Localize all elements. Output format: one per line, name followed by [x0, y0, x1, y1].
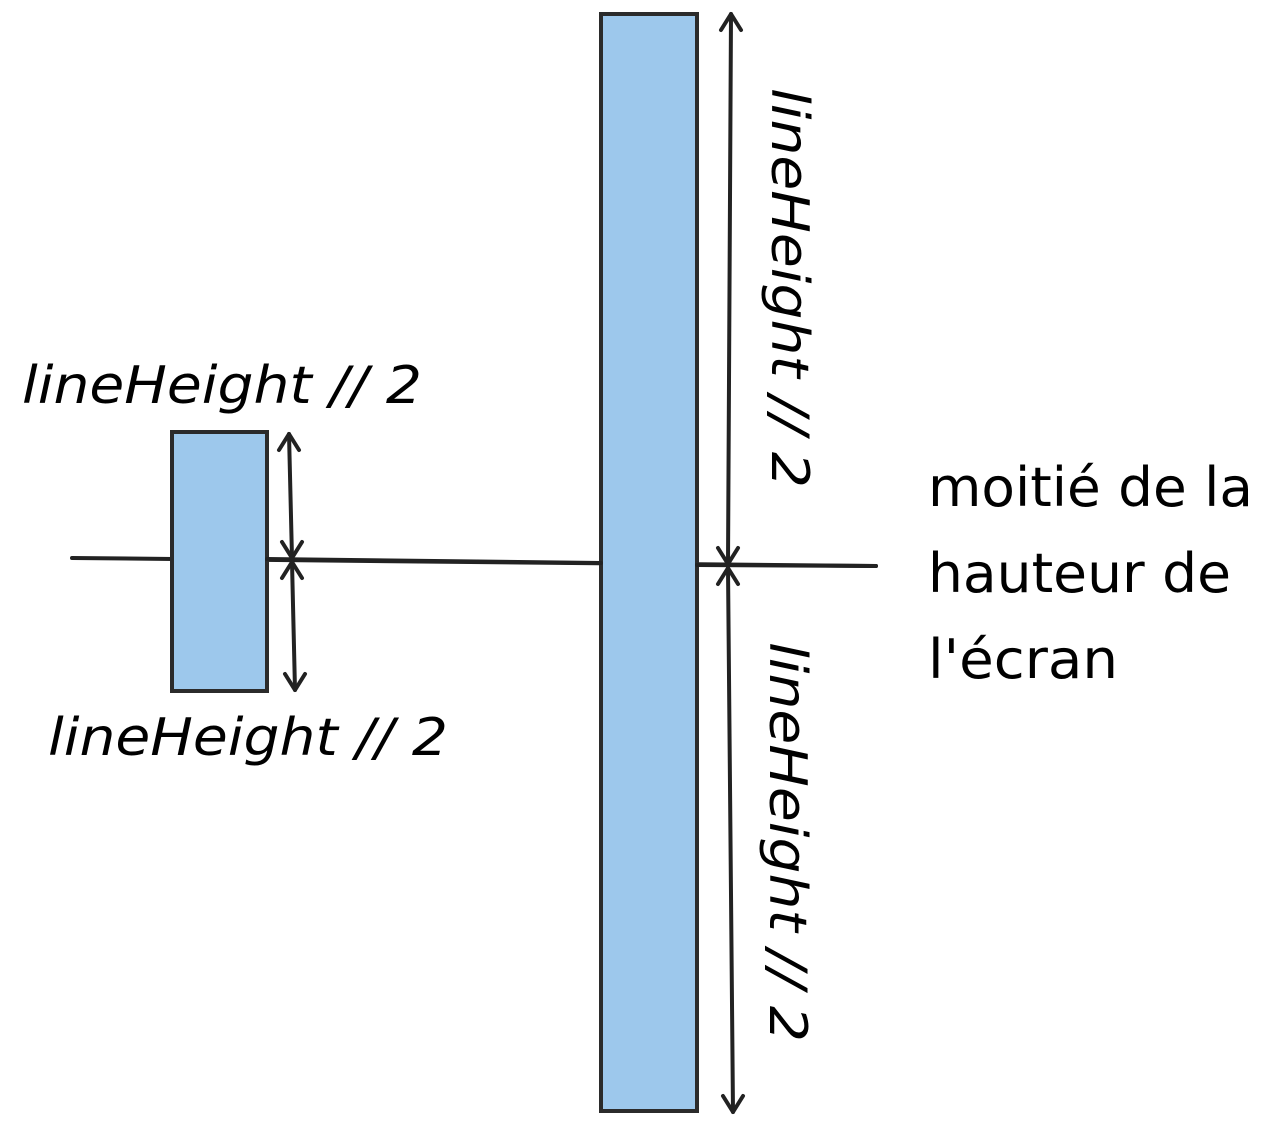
midline-label-line-1: moitié de la [928, 456, 1253, 519]
small-wall-column [170, 430, 269, 693]
small-bottom-dimension-arrow [280, 560, 307, 692]
small-bottom-label: lineHeight // 2 [48, 708, 448, 768]
tall-top-dimension-arrow [716, 12, 743, 566]
screen-midline-segment-right [695, 563, 878, 568]
screen-midline-segment [265, 557, 603, 565]
midline-label-line-3: l'écran [928, 628, 1118, 691]
tall-bottom-dimension-arrow [716, 566, 745, 1114]
small-top-label: lineHeight // 2 [22, 356, 422, 416]
tall-top-label: lineHeight // 2 [759, 88, 819, 488]
tall-wall-column [599, 12, 699, 1113]
tall-bottom-label: lineHeight // 2 [757, 642, 817, 1042]
midline-label-line-2: hauteur de [928, 542, 1231, 605]
small-top-dimension-arrow [277, 432, 304, 560]
